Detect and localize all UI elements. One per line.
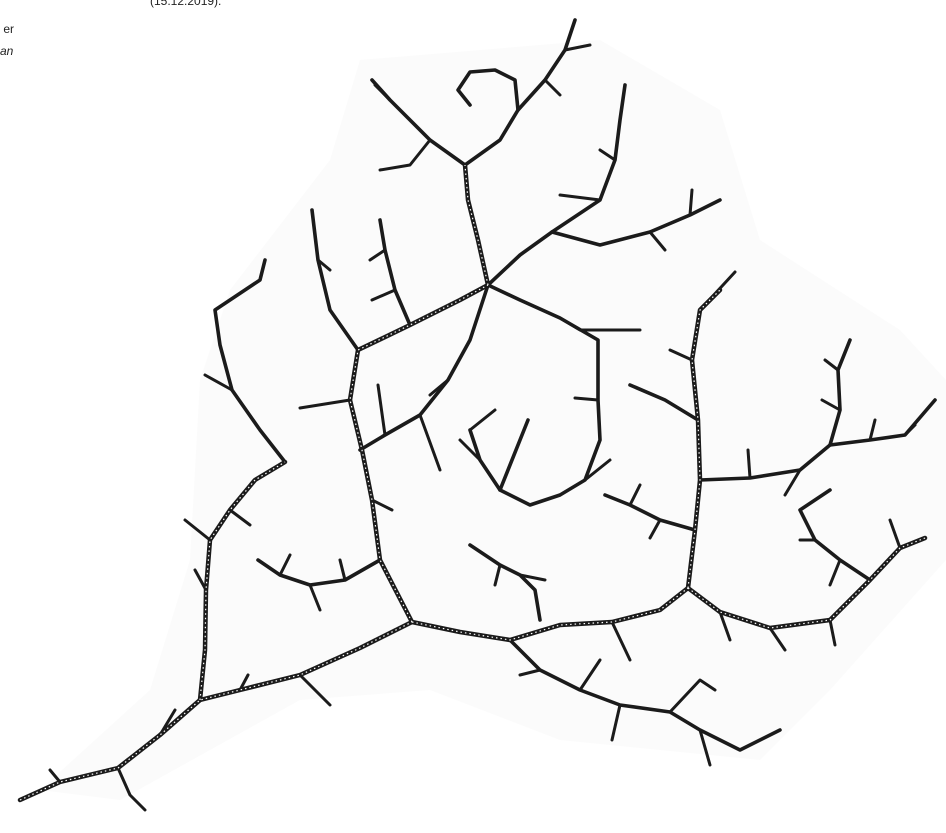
twig xyxy=(690,190,692,215)
twig xyxy=(748,450,750,478)
drawing-backdrop xyxy=(40,40,946,800)
twig xyxy=(575,398,598,400)
